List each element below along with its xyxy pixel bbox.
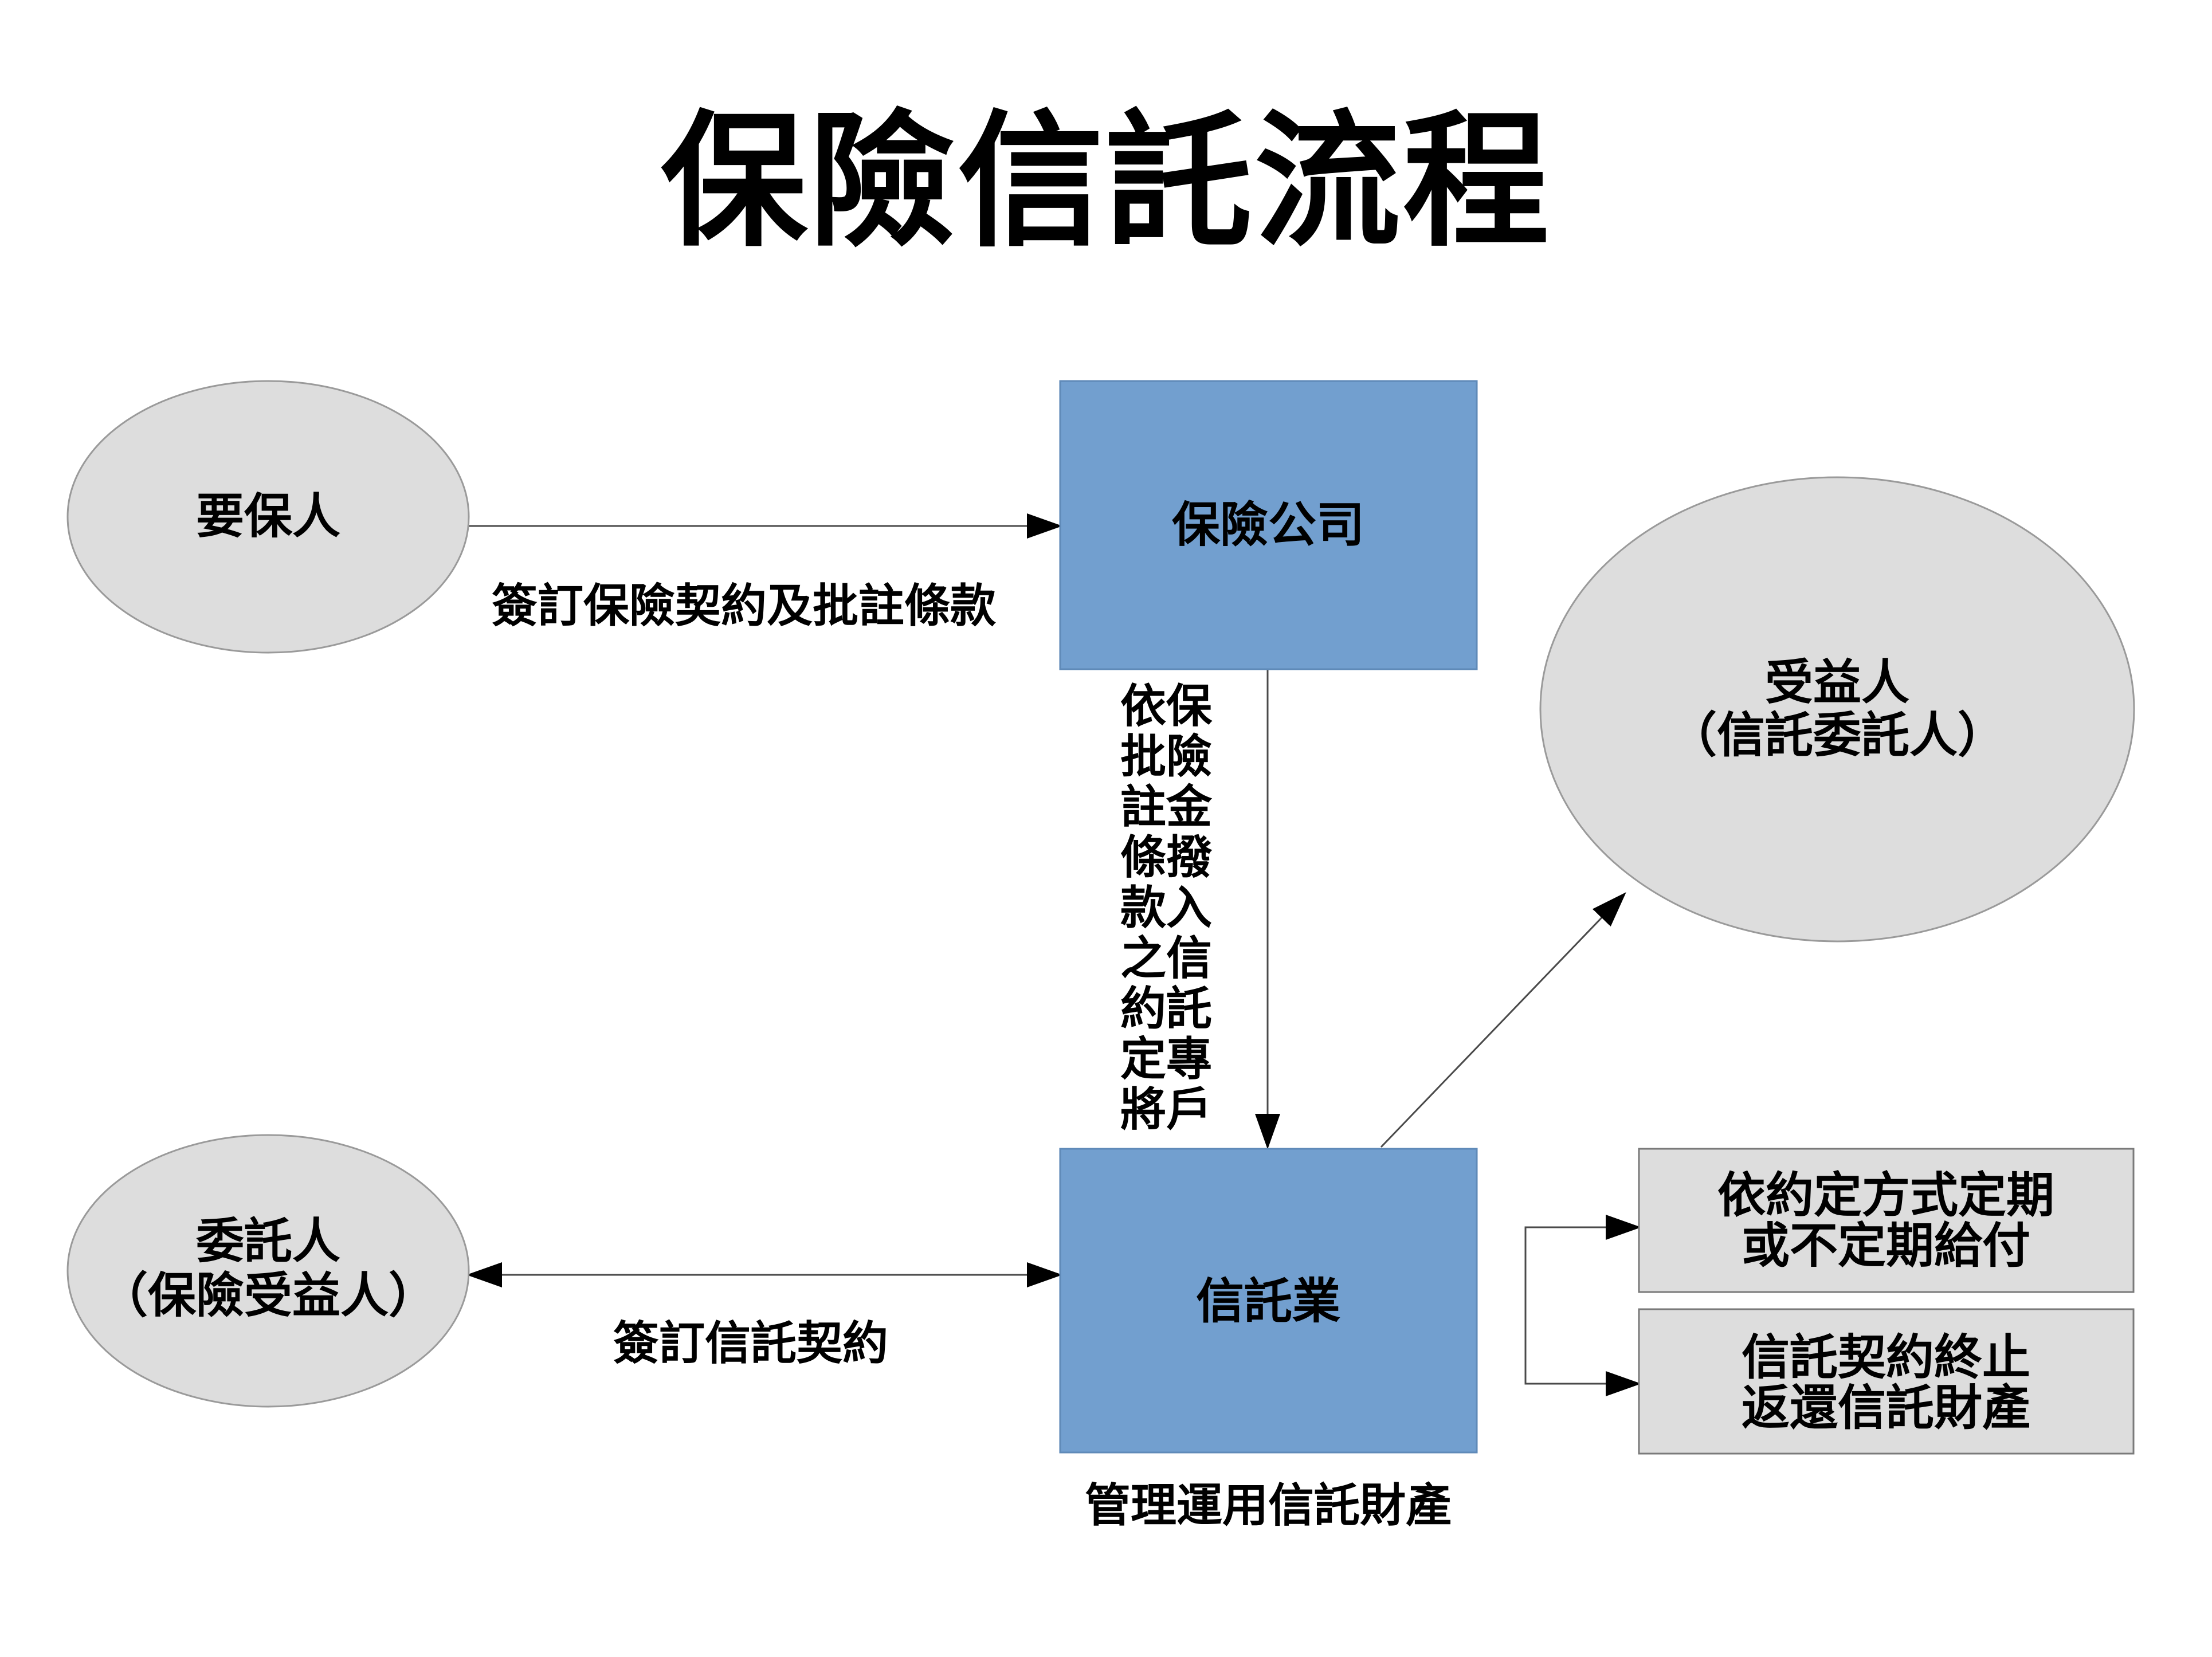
node-insurer: 保險公司	[1059, 380, 1478, 670]
node-trustee: 信託業	[1059, 1148, 1478, 1454]
node-trustee-label: 信託業	[1196, 1273, 1340, 1329]
node-payout: 依約定方式定期 或不定期給付	[1638, 1148, 2135, 1293]
edge-label-settlor-trustee: 簽訂信託契約	[613, 1317, 888, 1370]
node-settlor: 委託人 （保險受益人）	[66, 1134, 470, 1408]
node-policyholder: 要保人	[66, 380, 470, 654]
vertical-label-row-4: 條撥	[1120, 831, 1213, 884]
node-beneficiary-line-2: （信託委託人）	[1669, 707, 2006, 763]
vertical-label-row-7: 約託	[1120, 982, 1212, 1035]
vertical-label-row-1: 依保	[1120, 680, 1213, 733]
edge-label-policyholder-insurer: 簽訂保險契約及批註條款	[492, 579, 996, 633]
edge-trustee-to-beneficiary	[1380, 892, 1626, 1148]
node-payout-line-1: 依約定方式定期	[1717, 1167, 2054, 1223]
node-beneficiary-line-1: 受益人	[1765, 654, 1909, 710]
vertical-label-row-2: 批險	[1120, 730, 1212, 783]
caption-trustee: 管理運用信託財產	[1085, 1479, 1452, 1532]
vertical-label-row-3: 註金	[1120, 780, 1213, 834]
node-payout-line-2: 或不定期給付	[1742, 1218, 2030, 1274]
vertical-label-row-6: 之信	[1120, 932, 1212, 985]
node-policyholder-label: 要保人	[196, 488, 340, 544]
edge-label-insurer-trustee: 依保 批險 註金 條撥 款入 之信 約託 定專 將戶	[1120, 680, 1213, 1136]
node-termination: 信託契約終止 返還信託財產	[1638, 1308, 2135, 1455]
bracket-connector	[1524, 1226, 1639, 1385]
vertical-label-row-5: 款入	[1120, 881, 1212, 934]
node-termination-line-1: 信託契約終止	[1742, 1329, 2030, 1385]
vertical-label-row-8: 定專	[1120, 1032, 1212, 1086]
node-settlor-line-2: （保險受益人）	[100, 1267, 437, 1324]
node-beneficiary: 受益人 （信託委託人）	[1539, 476, 2135, 943]
node-insurer-label: 保險公司	[1172, 497, 1364, 553]
node-settlor-line-1: 委託人	[196, 1213, 340, 1269]
diagram-title: 保險信託流程	[661, 97, 1551, 267]
node-termination-line-2: 返還信託財產	[1742, 1380, 2030, 1436]
vertical-label-row-9: 將戶	[1120, 1083, 1212, 1136]
